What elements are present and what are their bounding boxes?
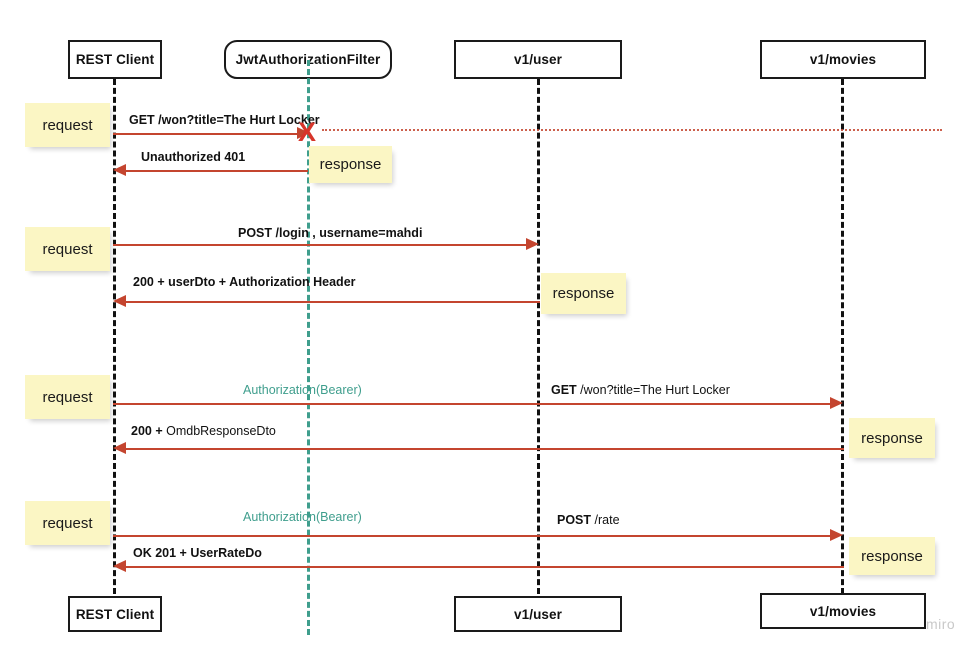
lifeline-rest-client — [113, 79, 116, 594]
note-label: request — [42, 116, 93, 134]
note-response-2: response — [541, 273, 626, 314]
message-label-m7-path: /rate — [594, 513, 620, 527]
blocked-dotted-continuation — [322, 129, 942, 131]
note-label: response — [861, 429, 923, 447]
participant-label: v1/user — [514, 606, 562, 622]
message-label-m6-status: 200 + — [131, 424, 167, 438]
message-arrowhead-m1 — [297, 127, 310, 139]
message-line-m8 — [122, 566, 844, 568]
message-label-m6: 200 + OmdbResponseDto — [131, 425, 276, 438]
message-label-m5-path: /won?title=The Hurt Locker — [580, 383, 730, 397]
participant-label: JwtAuthorizationFilter — [235, 52, 381, 67]
message-arrowhead-m6 — [113, 442, 126, 454]
message-label-m1: GET /won?title=The Hurt Locker — [129, 113, 320, 127]
note-response-3: response — [849, 418, 935, 458]
note-label: request — [42, 514, 93, 532]
message-arrowhead-m4 — [113, 295, 126, 307]
message-arrowhead-m5 — [830, 397, 843, 409]
message-label-m7: POST /rate — [557, 514, 620, 527]
note-label: request — [42, 240, 93, 258]
note-label: response — [861, 547, 923, 565]
message-label-m6-body: OmdbResponseDto — [166, 424, 276, 438]
message-label-m5-authorization: Authorization(Bearer) — [243, 383, 362, 397]
message-line-m7 — [113, 535, 833, 537]
note-request-3: request — [25, 375, 110, 419]
participant-label: REST Client — [75, 52, 155, 67]
message-line-m1 — [113, 133, 305, 135]
participant-label: v1/movies — [809, 52, 877, 67]
note-label: response — [319, 156, 382, 173]
note-label: request — [42, 388, 93, 406]
lifeline-v1-user — [537, 79, 540, 594]
message-label-m5-method: GET — [551, 383, 581, 397]
note-label: response — [552, 285, 615, 302]
lifeline-jwt-authorization-filter — [307, 60, 310, 635]
message-arrowhead-m7 — [830, 529, 843, 541]
participant-box-v1-movies-bottom[interactable]: v1/movies — [760, 593, 926, 629]
participant-box-v1-movies-top[interactable]: v1/movies — [760, 40, 926, 79]
miro-watermark: miro — [926, 616, 956, 632]
participant-box-rest-client-top[interactable]: REST Client — [68, 40, 162, 79]
message-arrowhead-m3 — [526, 238, 539, 250]
participant-label: v1/user — [514, 52, 562, 67]
message-label-m7-method: POST — [557, 513, 595, 527]
message-line-m6 — [122, 448, 844, 450]
message-label-m7-authorization: Authorization(Bearer) — [243, 510, 362, 524]
message-label-m4: 200 + userDto + Authorization Header — [133, 275, 356, 289]
participant-box-v1-user-bottom[interactable]: v1/user — [454, 596, 622, 632]
note-response-4: response — [849, 537, 935, 575]
participant-label: v1/movies — [809, 603, 877, 619]
participant-box-rest-client-bottom[interactable]: REST Client — [68, 596, 162, 632]
message-label-m2: Unauthorized 401 — [141, 150, 246, 164]
message-line-m4 — [122, 301, 540, 303]
note-request-4: request — [25, 501, 110, 545]
message-arrowhead-m2 — [113, 164, 126, 176]
message-label-m8: OK 201 + UserRateDo — [133, 546, 262, 560]
note-request-1: request — [25, 103, 110, 147]
message-line-m3 — [113, 244, 529, 246]
blocked-x-icon: X — [297, 117, 317, 147]
participant-box-v1-user-top[interactable]: v1/user — [454, 40, 622, 79]
lifeline-v1-movies — [841, 79, 844, 594]
message-arrowhead-m8 — [113, 560, 126, 572]
message-label-m5: GET /won?title=The Hurt Locker — [551, 384, 730, 397]
message-label-m3: POST /login , username=mahdi — [238, 226, 423, 240]
note-request-2: request — [25, 227, 110, 271]
message-line-m5 — [113, 403, 833, 405]
note-response-1: response — [309, 146, 392, 183]
message-line-m2 — [122, 170, 308, 172]
participant-label: REST Client — [75, 606, 155, 622]
